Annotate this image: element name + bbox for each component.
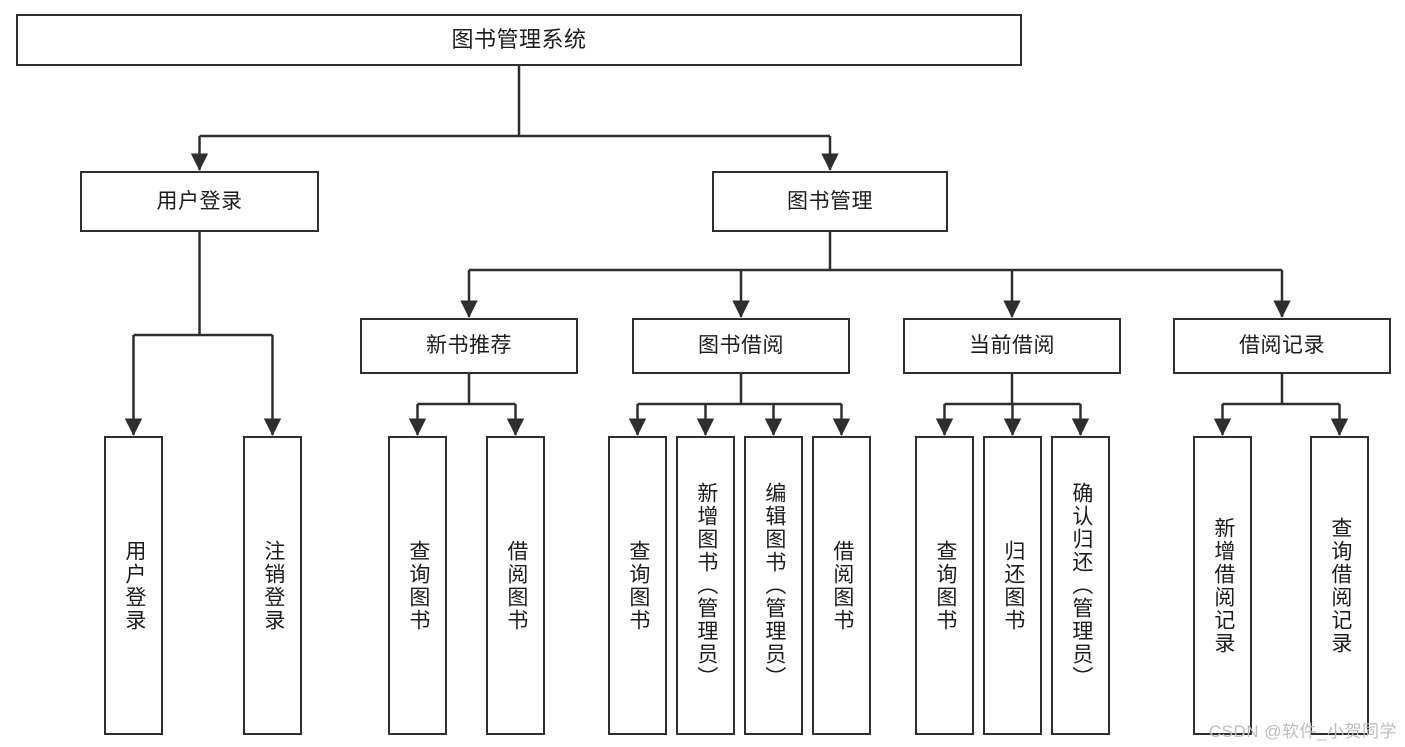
node-leaf-confirm-return-admin[interactable]: 确认归还（管理员） [1051,436,1110,735]
node-label: 借阅记录 [1239,334,1325,358]
node-leaf-query-book-1[interactable]: 查询图书 [388,436,447,735]
node-label: 借阅图书 [830,539,854,632]
node-label: 归还图书 [1001,539,1025,632]
node-label: 注销登录 [261,539,285,632]
node-label: 借阅图书 [504,539,528,632]
node-label: 新书推荐 [426,334,512,358]
node-label: 新增图书（管理员） [694,482,718,689]
node-leaf-edit-book-admin[interactable]: 编辑图书（管理员） [744,436,803,735]
node-root[interactable]: 图书管理系统 [16,14,1022,66]
node-label: 查询图书 [933,539,957,632]
watermark: CSDN @软件_小贺同学 [1208,722,1397,741]
node-leaf-logout[interactable]: 注销登录 [243,436,302,735]
node-leaf-user-login[interactable]: 用户登录 [104,436,163,735]
node-book-borrow[interactable]: 图书借阅 [632,318,850,374]
node-label: 图书管理 [787,189,873,213]
node-label: 用户登录 [122,539,146,632]
node-leaf-borrow-book-1[interactable]: 借阅图书 [486,436,545,735]
node-label: 用户登录 [156,189,243,213]
node-leaf-add-book-admin[interactable]: 新增图书（管理员） [676,436,735,735]
node-label: 查询图书 [406,539,430,632]
node-leaf-add-borrow-record[interactable]: 新增借阅记录 [1193,436,1252,735]
node-book-manage[interactable]: 图书管理 [712,171,948,232]
node-new-book-recommend[interactable]: 新书推荐 [360,318,578,374]
node-borrow-record[interactable]: 借阅记录 [1173,318,1391,374]
node-user-login[interactable]: 用户登录 [80,171,319,232]
edge-group [124,66,1349,436]
node-label: 确认归还（管理员） [1069,482,1093,689]
node-leaf-query-borrow-record[interactable]: 查询借阅记录 [1310,436,1369,735]
node-label: 图书管理系统 [451,26,587,52]
node-label: 编辑图书（管理员） [762,482,786,689]
node-label: 新增借阅记录 [1211,516,1235,655]
node-leaf-borrow-book-2[interactable]: 借阅图书 [812,436,871,735]
node-label: 当前借阅 [969,334,1055,358]
node-label: 查询图书 [626,539,650,632]
node-leaf-return-book[interactable]: 归还图书 [983,436,1042,735]
node-leaf-query-book-2[interactable]: 查询图书 [608,436,667,735]
node-label: 图书借阅 [698,334,784,358]
node-current-borrow[interactable]: 当前借阅 [903,318,1121,374]
node-leaf-query-book-3[interactable]: 查询图书 [915,436,974,735]
node-label: 查询借阅记录 [1328,516,1352,655]
